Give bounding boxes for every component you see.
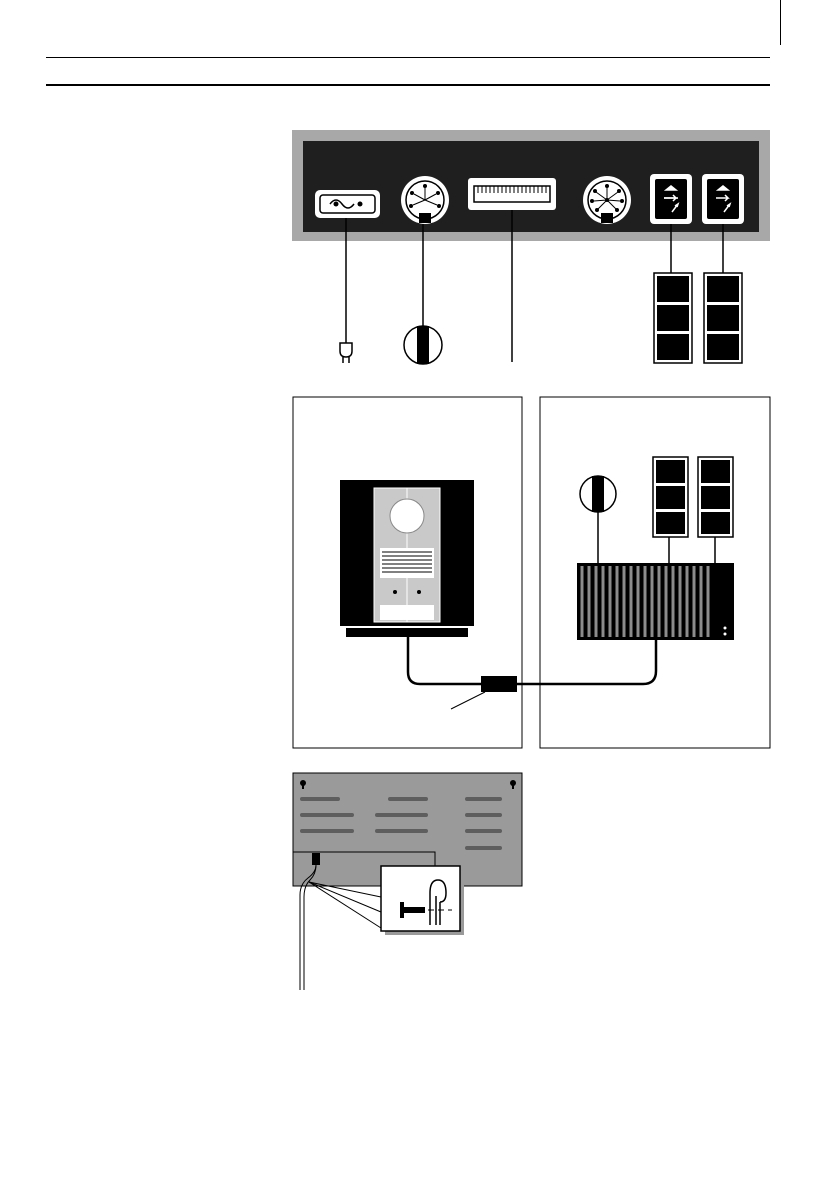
speaker-plug-icon [704,273,742,363]
music-system-icon [340,480,474,637]
ribbon-socket-icon [468,178,556,210]
detail-leaders [309,882,381,928]
din-plug-icon [404,326,442,364]
din-socket-icon [583,176,631,224]
rear-device-icon [577,563,734,640]
cable-clip-icon [451,676,517,709]
speaker-socket-icon [702,174,744,224]
speaker-socket-icon [650,174,692,224]
detail-box [381,866,464,935]
speaker-plug-icon [653,457,688,563]
speaker-plug-icon [698,457,733,563]
speaker-plug-icon [654,273,692,363]
power-socket-icon [315,190,380,218]
din-plug-icon [580,476,616,563]
connecting-cable [408,637,656,684]
din-socket-icon [401,176,449,224]
mains-plug-icon [340,343,352,363]
